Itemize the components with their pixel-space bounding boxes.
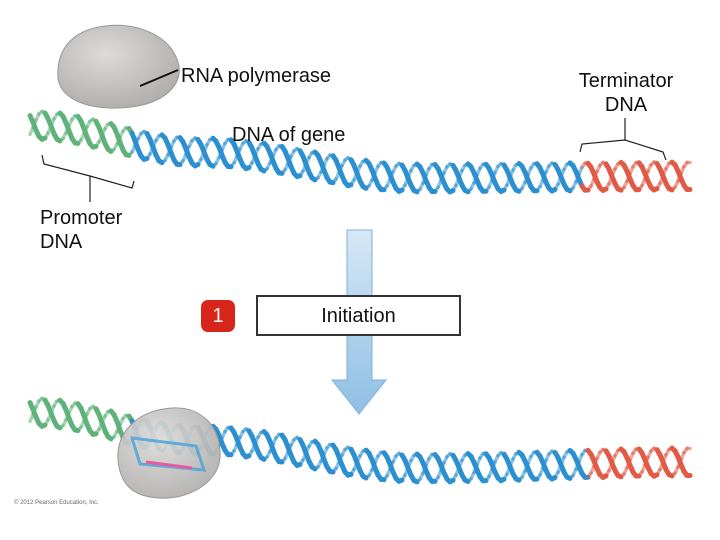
step-number-badge: 1 <box>201 300 235 332</box>
dna-helix-top <box>27 109 693 195</box>
terminator-dna-label: Terminator DNA <box>556 69 696 117</box>
terminator-label-line1: Terminator <box>578 70 674 92</box>
rna-polymerase-label: RNA polymerase <box>181 65 332 87</box>
promoter-dna-label: Promoter DNA <box>40 206 122 254</box>
rna-polymerase-top <box>57 24 180 109</box>
open-dna-bubble <box>129 436 207 472</box>
terminator-bracket <box>579 139 667 161</box>
dna-of-gene-label: DNA of gene <box>232 124 346 146</box>
rna-polymerase-leader-line <box>139 69 179 87</box>
step-label-box: Initiation <box>256 295 461 336</box>
rna-polymerase-bound <box>117 407 221 499</box>
rna-transcript <box>145 460 193 470</box>
promoter-bracket <box>41 154 135 189</box>
promoter-label-line1: Promoter <box>40 207 123 229</box>
step-name-label: Initiation <box>321 305 396 327</box>
copyright-text: © 2012 Pearson Education, Inc. <box>14 500 99 506</box>
promoter-label-line2: DNA <box>40 231 83 253</box>
terminator-label-line2: DNA <box>604 94 648 116</box>
